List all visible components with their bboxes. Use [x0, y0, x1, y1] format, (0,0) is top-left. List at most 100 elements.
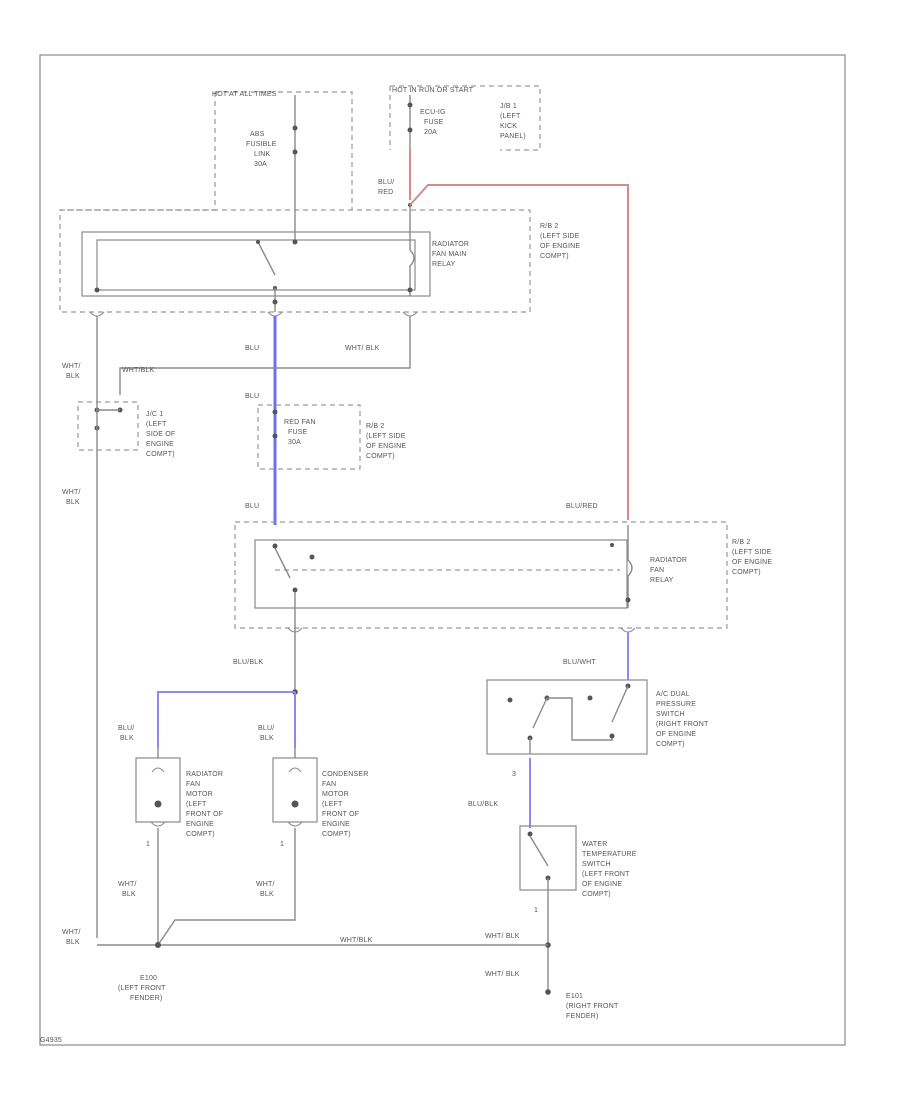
svg-text:BLK: BLK: [260, 891, 274, 898]
svg-text:J/B 1: J/B 1: [500, 103, 517, 110]
fan-relay-switch: [274, 547, 291, 579]
main-relay-switch: [257, 241, 276, 276]
label-wht-blk-right-1: WHT/ BLK: [485, 933, 520, 940]
svg-text:OF ENGINE: OF ENGINE: [366, 443, 406, 450]
svg-text:30A: 30A: [254, 161, 267, 168]
fan-relay-coil: [627, 525, 633, 608]
svg-text:ENGINE: ENGINE: [186, 821, 214, 828]
label-radiator-fan-relay: RADIATOR FAN RELAY: [650, 557, 687, 584]
svg-text:BLU/: BLU/: [378, 179, 394, 186]
svg-text:WHT/: WHT/: [62, 363, 81, 370]
label-pin-1c: 1: [534, 907, 538, 914]
svg-text:(LEFT SIDE: (LEFT SIDE: [732, 549, 772, 556]
svg-text:FENDER): FENDER): [566, 1013, 599, 1020]
label-wht-blk-1: WHT/ BLK: [345, 345, 380, 352]
svg-text:R/B 2: R/B 2: [366, 423, 385, 430]
label-wht-blk-right-2: WHT/ BLK: [485, 971, 520, 978]
svg-text:RED: RED: [378, 189, 393, 196]
svg-text:(LEFT: (LEFT: [322, 801, 343, 808]
label-hot-all-times: HOT AT ALL TIMES: [212, 91, 277, 98]
svg-text:WATER: WATER: [582, 841, 608, 848]
hot-at-all-times-box: [215, 91, 353, 210]
blu-blk-left-wire: [157, 691, 295, 748]
red-fan-fuse-box: [257, 404, 361, 470]
label-wht-blk-m2: WHT/ BLK: [256, 881, 274, 898]
label-ground-right: E101 (RIGHT FRONT FENDER): [566, 993, 619, 1020]
label-blu-red-mid: BLU/RED: [566, 503, 598, 510]
svg-text:WHT/: WHT/: [62, 489, 81, 496]
svg-text:COMPT): COMPT): [146, 451, 175, 458]
svg-text:ENGINE: ENGINE: [322, 821, 350, 828]
diagram-frame: [39, 54, 846, 1046]
ground-left-node: [155, 942, 161, 948]
svg-text:OF ENGINE: OF ENGINE: [656, 731, 696, 738]
svg-text:COMPT): COMPT): [582, 891, 611, 898]
svg-text:FAN: FAN: [322, 781, 336, 788]
svg-text:BLU/: BLU/: [258, 725, 274, 732]
svg-text:ABS: ABS: [250, 131, 265, 138]
label-hot-run-start: HOT IN RUN OR START: [392, 87, 474, 94]
svg-text:FRONT OF: FRONT OF: [322, 811, 359, 818]
svg-text:SIDE OF: SIDE OF: [146, 431, 175, 438]
radiator-fan-main-relay-box: [81, 231, 431, 297]
label-rb2-lower: R/B 2 (LEFT SIDE OF ENGINE COMPT): [732, 539, 772, 576]
main-relay-coil: [409, 232, 415, 296]
label-blu-1: BLU: [245, 345, 259, 352]
svg-text:(LEFT SIDE: (LEFT SIDE: [366, 433, 406, 440]
svg-text:WHT/: WHT/: [118, 881, 137, 888]
svg-text:COMPT): COMPT): [656, 741, 685, 748]
svg-text:BLK: BLK: [260, 735, 274, 742]
svg-text:SWITCH: SWITCH: [582, 861, 611, 868]
svg-text:RED FAN: RED FAN: [284, 419, 316, 426]
svg-text:COMPT): COMPT): [540, 253, 569, 260]
svg-text:FENDER): FENDER): [130, 995, 163, 1002]
svg-text:20A: 20A: [424, 129, 437, 136]
label-fusible-link: ABS FUSIBLE LINK 30A: [246, 131, 277, 168]
label-ground-left: E100 (LEFT FRONT FENDER): [118, 975, 166, 1002]
label-jb1: J/B 1 (LEFT KICK PANEL): [500, 103, 526, 140]
label-blu-3: BLU: [245, 503, 259, 510]
svg-text:R/B 2: R/B 2: [732, 539, 751, 546]
svg-text:CONDENSER: CONDENSER: [322, 771, 369, 778]
label-pin-1b: 1: [280, 841, 284, 848]
svg-text:MOTOR: MOTOR: [322, 791, 349, 798]
label-wht-blk-bottom-mid: WHT/BLK: [340, 937, 373, 944]
svg-text:ENGINE: ENGINE: [146, 441, 174, 448]
svg-text:KICK: KICK: [500, 123, 517, 130]
label-rb2-mid: R/B 2 (LEFT SIDE OF ENGINE COMPT): [366, 423, 406, 460]
label-wht-blk-left-2: WHT/ BLK: [62, 489, 81, 506]
svg-text:FRONT OF: FRONT OF: [186, 811, 223, 818]
svg-text:FAN MAIN: FAN MAIN: [432, 251, 467, 258]
label-radiator-fan-motor: RADIATOR FAN MOTOR (LEFT FRONT OF ENGINE…: [186, 771, 223, 838]
svg-text:(LEFT SIDE: (LEFT SIDE: [540, 233, 580, 240]
label-pin-1a: 1: [146, 841, 150, 848]
label-blu-blk-1: BLU/BLK: [233, 659, 263, 666]
blu-red-wire: [409, 184, 629, 520]
label-blu-red-top: BLU/ RED: [378, 179, 394, 196]
svg-text:(RIGHT FRONT: (RIGHT FRONT: [656, 721, 709, 728]
svg-text:TEMPERATURE: TEMPERATURE: [582, 851, 637, 858]
svg-text:(LEFT: (LEFT: [146, 421, 167, 428]
label-red-fan-fuse: RED FAN FUSE 30A: [284, 419, 316, 446]
label-wht-blk-bottom-left: WHT/ BLK: [62, 929, 80, 946]
label-wht-blk-m1: WHT/ BLK: [118, 881, 137, 898]
label-pin-3: 3: [512, 771, 516, 778]
svg-text:E101: E101: [566, 993, 583, 1000]
label-jc1: J/C 1 (LEFT SIDE OF ENGINE COMPT): [146, 411, 175, 458]
label-wht-blk-horiz: WHT/BLK: [122, 367, 155, 374]
label-radiator-fan-main-relay: RADIATOR FAN MAIN RELAY: [432, 241, 469, 268]
label-water-temperature-switch: WATER TEMPERATURE SWITCH (LEFT FRONT OF …: [582, 841, 637, 898]
svg-text:BLU/: BLU/: [118, 725, 134, 732]
svg-text:MOTOR: MOTOR: [186, 791, 213, 798]
svg-text:RELAY: RELAY: [650, 577, 674, 584]
svg-text:BLK: BLK: [66, 373, 80, 380]
svg-text:FUSIBLE: FUSIBLE: [246, 141, 277, 148]
svg-text:SWITCH: SWITCH: [656, 711, 685, 718]
jc1-box: [77, 401, 139, 451]
label-wht-blk-left-1: WHT/ BLK: [62, 363, 81, 380]
svg-text:FUSE: FUSE: [424, 119, 444, 126]
svg-text:OF ENGINE: OF ENGINE: [732, 559, 772, 566]
svg-text:PRESSURE: PRESSURE: [656, 701, 696, 708]
ac-dual-pressure-switch-box: [486, 679, 648, 755]
svg-text:BLK: BLK: [120, 735, 134, 742]
